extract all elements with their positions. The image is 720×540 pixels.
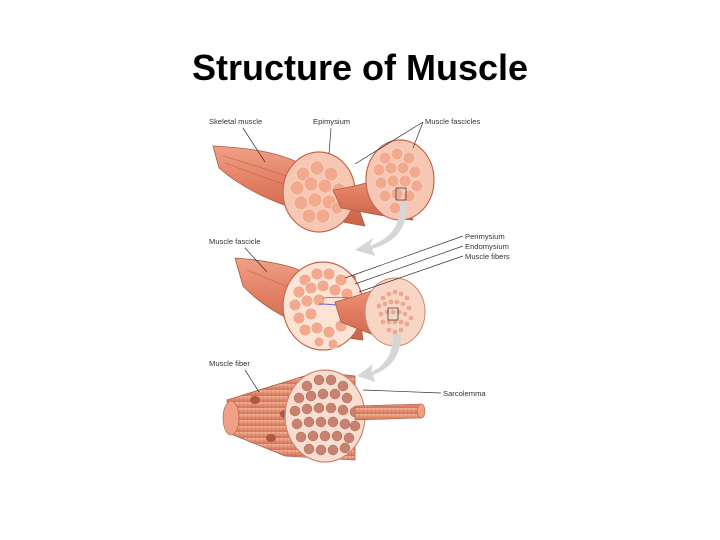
label-muscle-fascicles: Muscle fascicles	[425, 117, 480, 126]
muscle-fascicle-illustration	[234, 257, 426, 351]
label-skeletal-muscle: Skeletal muscle	[209, 117, 262, 126]
muscle-structure-diagram: Skeletal muscle Epimysium Muscle fascicl…	[209, 117, 510, 463]
label-endomysium: Endomysium	[465, 242, 509, 251]
label-muscle-fibers: Muscle fibers	[465, 252, 510, 261]
skeletal-muscle-illustration	[212, 139, 435, 233]
muscle-fiber-illustration	[222, 369, 426, 463]
slide-title: Structure of Muscle	[191, 47, 529, 88]
label-sarcolemma: Sarcolemma	[443, 389, 486, 398]
zoom-arrow	[357, 334, 401, 382]
zoom-arrow	[355, 204, 407, 256]
label-epimysium: Epimysium	[313, 117, 350, 126]
label-muscle-fascicle: Muscle fascicle	[209, 237, 260, 246]
label-muscle-fiber: Muscle fiber	[209, 359, 250, 368]
label-perimysium: Perimysium	[465, 232, 505, 241]
